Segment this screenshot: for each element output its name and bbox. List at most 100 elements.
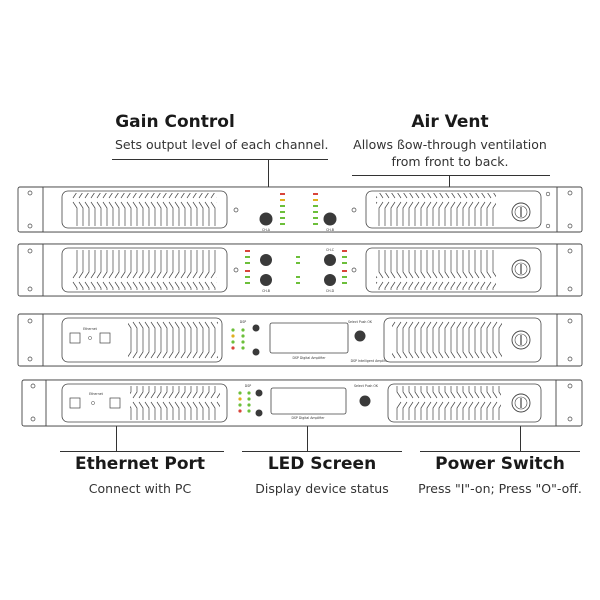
vent-slats-left: [72, 193, 217, 226]
air-vent-desc-wrap: Allows ßow-through ventilation from fron…: [350, 136, 550, 170]
screen-caption: DSP Digital Amplifier: [291, 416, 325, 420]
power-switch-pointer: [520, 418, 521, 451]
ethernet-label: Ethernet: [89, 392, 103, 396]
knob-caption: Select Push OK: [354, 384, 379, 388]
gain-knob-a[interactable]: [260, 254, 272, 266]
power-switch-callout: Power Switch Press "I"-on; Press "O"-off…: [415, 454, 585, 497]
power-switch-underline: [420, 451, 580, 452]
gain-knob-b[interactable]: [323, 212, 337, 226]
rack-screw-hole: [27, 286, 33, 292]
power-switch-ring: [514, 333, 528, 347]
mode-button[interactable]: [252, 324, 260, 332]
led-screen: [270, 387, 347, 415]
ch-b-label: CH-B: [326, 228, 334, 232]
amplifier-unit-3: Ethernet DSP DSP Digital Amplifier Selec…: [17, 313, 583, 367]
dsp-label: DSP: [245, 384, 251, 388]
status-leds-3: [231, 328, 245, 350]
rack-screw-hole: [27, 190, 33, 196]
ethernet-port[interactable]: [69, 397, 81, 409]
amplifier-unit-2: CH-B CH-D CH-C: [17, 243, 583, 297]
ethernet-pointer: [116, 405, 117, 451]
knob-caption: Select Push OK: [348, 320, 373, 324]
gain-control-callout: Gain Control: [95, 112, 255, 132]
power-switch-ring: [514, 396, 528, 410]
mode-button[interactable]: [255, 409, 263, 417]
ch-c-label: CH-C: [326, 248, 335, 252]
vent-slats-right: [376, 193, 496, 226]
indicator-hole: [91, 401, 95, 405]
ch-d-label: CH-D: [326, 289, 335, 293]
screen-caption-2: DSP Intelligent Amplifier: [351, 359, 391, 363]
power-switch-desc: Press "I"-on; Press "O"-off.: [418, 481, 582, 496]
vent-slats-left: [130, 386, 220, 420]
panel-screw: [351, 267, 357, 273]
ch-b-label: CH-B: [262, 289, 270, 293]
rack-screw-hole: [567, 416, 573, 422]
gain-control-pointer: [268, 159, 269, 207]
ethernet-port[interactable]: [99, 332, 111, 344]
ethernet-port-callout: Ethernet Port Connect with PC: [60, 454, 220, 497]
rack-screw-hole: [567, 383, 573, 389]
vent-slats-right: [392, 320, 502, 360]
mode-button[interactable]: [255, 389, 263, 397]
rack-screw-hole: [27, 356, 33, 362]
panel-screw: [233, 267, 239, 273]
rack-screw-hole: [27, 248, 33, 254]
air-vent-desc-line1: Allows ßow-through ventilation: [353, 137, 547, 152]
vent-slats-left: [72, 250, 217, 290]
rack-screw-hole: [567, 248, 573, 254]
led-screen-pointer: [307, 422, 308, 451]
amplifier-unit-1: CH-A CH-B: [17, 186, 583, 233]
gain-knob-a[interactable]: [259, 212, 273, 226]
rack-screw-hole: [27, 223, 33, 229]
gain-knob-c[interactable]: [324, 254, 336, 266]
led-screen-desc: Display device status: [255, 481, 389, 496]
rack-screw-hole: [567, 286, 573, 292]
ethernet-underline: [60, 451, 224, 452]
rack-screw-hole: [30, 383, 36, 389]
ethernet-port[interactable]: [109, 397, 121, 409]
air-vent-desc-line2: from front to back.: [391, 154, 509, 169]
gain-control-desc-wrap: Sets output level of each channel.: [115, 136, 329, 153]
panel-screw: [233, 207, 239, 213]
vent-slats-right: [376, 250, 496, 290]
level-meter-leds-2: [245, 250, 347, 284]
mode-button[interactable]: [252, 348, 260, 356]
ethernet-port-title: Ethernet Port: [74, 454, 206, 474]
rack-screw-hole: [567, 223, 573, 229]
air-vent-callout: Air Vent: [380, 112, 520, 132]
amplifier-unit-4: Ethernet DSP DSP Digital Amplifier Selec…: [21, 379, 583, 427]
led-screen: [269, 322, 349, 354]
air-vent-title: Air Vent: [411, 112, 489, 132]
led-screen-callout: LED Screen Display device status: [242, 454, 402, 497]
rack-screw-hole: [567, 190, 573, 196]
gain-knob-d[interactable]: [324, 274, 336, 286]
gain-control-desc: Sets output level of each channel.: [115, 137, 329, 152]
status-leds-4: [238, 391, 251, 413]
gain-control-underline: [112, 159, 328, 160]
gain-control-title: Gain Control: [115, 112, 235, 132]
panel-screw: [545, 223, 551, 229]
air-vent-pointer: [449, 175, 450, 195]
screen-caption: DSP Digital Amplifier: [292, 356, 326, 360]
dsp-label: DSP: [240, 320, 246, 324]
panel-screw: [545, 191, 551, 197]
vent-slats-left: [128, 320, 218, 360]
power-switch-ring: [514, 205, 528, 219]
air-vent-underline: [352, 175, 550, 176]
ethernet-label: Ethernet: [83, 327, 97, 331]
rack-screw-hole: [567, 318, 573, 324]
led-screen-underline: [242, 451, 402, 452]
select-knob[interactable]: [354, 330, 366, 342]
gain-knob-b[interactable]: [260, 274, 272, 286]
vent-slats-right: [396, 386, 501, 420]
ethernet-port[interactable]: [69, 332, 81, 344]
indicator-hole: [88, 336, 92, 340]
rack-screw-hole: [567, 356, 573, 362]
rack-screw-hole: [30, 416, 36, 422]
select-knob[interactable]: [359, 395, 371, 407]
panel-screw: [351, 207, 357, 213]
led-screen-title: LED Screen: [267, 454, 377, 474]
power-switch-ring: [514, 262, 528, 276]
